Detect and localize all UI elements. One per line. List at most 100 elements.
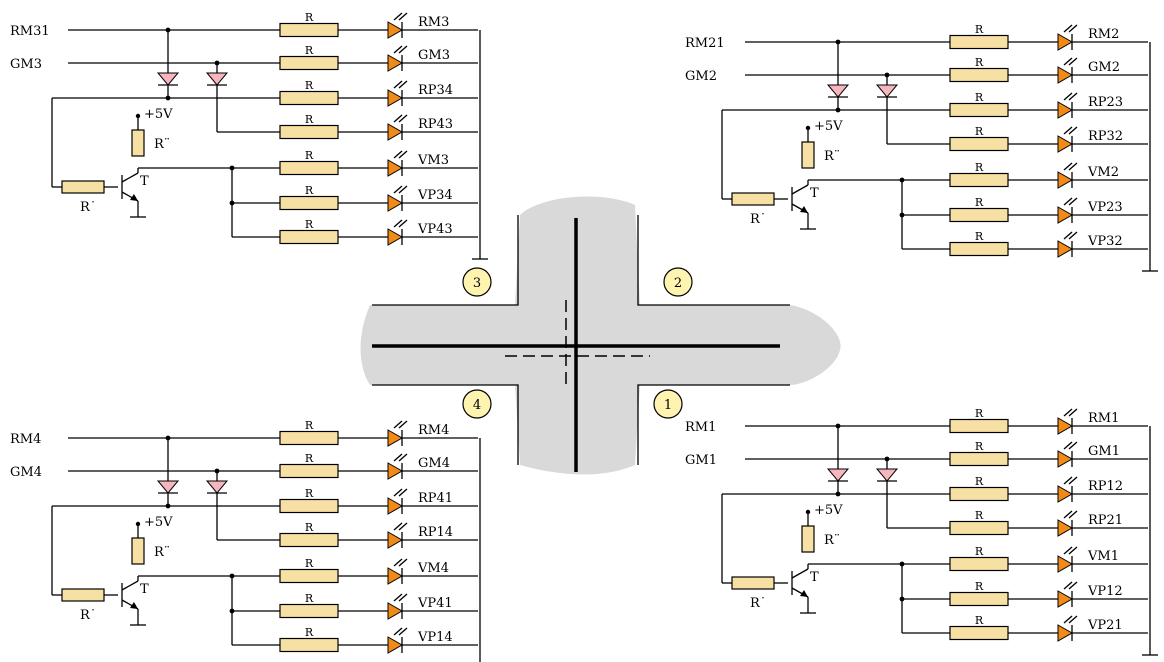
resistor: [279, 532, 339, 548]
output-label: VM3: [417, 153, 449, 168]
resistor-label: R: [975, 475, 984, 488]
supply-dot: [135, 521, 141, 527]
led-ray: [1068, 441, 1078, 450]
led-ray: [398, 185, 408, 194]
junction-dot: [165, 435, 171, 441]
resistor-label: R: [305, 113, 314, 126]
input-label: GM2: [685, 69, 717, 84]
led-ray: [393, 420, 403, 429]
diode: [875, 84, 899, 98]
transistor-label: T: [140, 174, 149, 189]
led-ray: [393, 185, 403, 194]
resistor-label: R: [975, 407, 984, 420]
resistor: [949, 625, 1009, 641]
resistor: [949, 172, 1009, 188]
junction-dot: [835, 491, 841, 497]
resistor: [279, 637, 339, 653]
output-label: GM4: [418, 456, 450, 471]
led-ray: [398, 453, 408, 462]
led-ray: [393, 522, 403, 531]
resistor-label: R: [975, 440, 984, 453]
junction-dot: [214, 60, 220, 66]
led-ray: [398, 420, 408, 429]
junction-dot: [899, 212, 905, 218]
resistor: [279, 90, 339, 106]
resistor-label: R: [975, 580, 984, 593]
diode: [156, 72, 180, 86]
diode: [156, 480, 180, 494]
junction-dot: [835, 39, 841, 45]
led: [387, 497, 404, 515]
base-resistor: [61, 588, 105, 602]
led: [387, 123, 404, 141]
output-label: GM1: [1088, 444, 1120, 459]
transistor-label: T: [810, 186, 819, 201]
input-label: RM31: [10, 24, 50, 39]
led-ray: [398, 80, 408, 89]
junction-dot: [899, 596, 905, 602]
pullup-resistor: [131, 537, 145, 565]
led-ray: [393, 45, 403, 54]
input-label: GM3: [10, 57, 42, 72]
resistor: [279, 55, 339, 71]
led-ray: [393, 488, 403, 497]
resistor: [279, 463, 339, 479]
led: [387, 462, 404, 480]
pullup-resistor-label: R¨: [154, 545, 170, 560]
junction-badge-label: 1: [664, 398, 672, 413]
led-ray: [398, 219, 408, 228]
led-ray: [1068, 581, 1078, 590]
resistor-label: R: [305, 452, 314, 465]
output-label: RP43: [418, 117, 453, 132]
led-ray: [1063, 476, 1073, 485]
led: [1057, 450, 1074, 468]
output-label: VP21: [1087, 618, 1123, 633]
led-ray: [1068, 197, 1078, 206]
resistor-label: R: [975, 230, 984, 243]
resistor: [279, 229, 339, 245]
led: [387, 602, 404, 620]
led-ray: [1063, 126, 1073, 135]
led-ray: [1068, 615, 1078, 624]
input-label: RM1: [685, 420, 716, 435]
led: [387, 429, 404, 447]
transistor-label: T: [810, 570, 819, 585]
led: [1057, 171, 1074, 189]
output-label: RP23: [1088, 95, 1123, 110]
resistor-label: R: [305, 557, 314, 570]
led-ray: [1063, 615, 1073, 624]
resistor-label: R: [305, 149, 314, 162]
output-label: RP34: [418, 83, 453, 98]
supply-label: +5V: [814, 119, 843, 134]
resistor-label: R: [305, 218, 314, 231]
led-ray: [393, 593, 403, 602]
resistor-label: R: [975, 614, 984, 627]
resistor: [279, 124, 339, 140]
led: [1057, 135, 1074, 153]
resistor-label: R: [975, 509, 984, 522]
resistor-label: R: [305, 626, 314, 639]
resistor: [279, 22, 339, 38]
led-ray: [393, 150, 403, 159]
resistor-label: R: [305, 44, 314, 57]
junction-dot: [884, 456, 890, 462]
base-resistor-label: R˙: [80, 200, 96, 215]
led-ray: [398, 45, 408, 54]
resistor-label: R: [975, 161, 984, 174]
resistor: [949, 486, 1009, 502]
intersection: 3 2 4 1: [360, 196, 841, 475]
led-ray: [1063, 441, 1073, 450]
resistor-label: R: [975, 545, 984, 558]
transistor-collector: [791, 568, 809, 579]
led: [1057, 66, 1074, 84]
road-edge-s-right: [637, 384, 790, 465]
led-ray: [1063, 408, 1073, 417]
diode: [205, 72, 229, 86]
led-ray: [1063, 24, 1073, 33]
junction-dot: [899, 561, 905, 567]
pullup-resistor-label: R¨: [824, 533, 840, 548]
junction-dot: [229, 608, 235, 614]
